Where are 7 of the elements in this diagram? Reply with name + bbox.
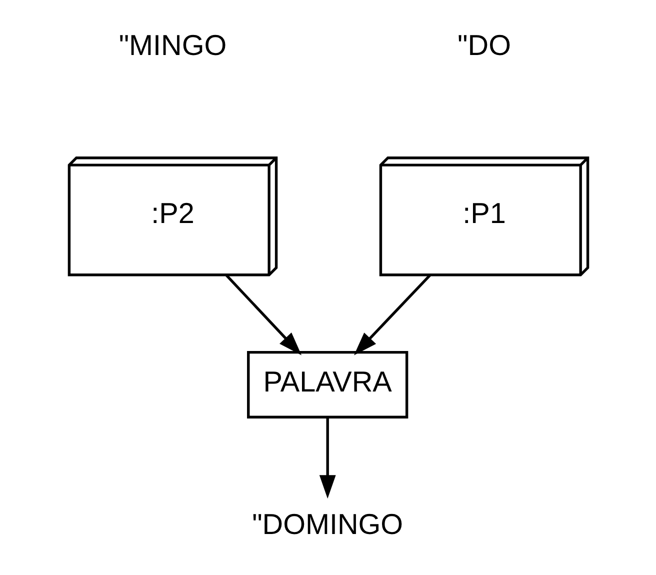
- node-label: "MINGO: [118, 30, 226, 62]
- arrow: [225, 274, 302, 356]
- node-box: PALAVRA: [246, 350, 408, 418]
- node-text: "DOMINGO: [252, 508, 403, 541]
- arrow: [353, 274, 430, 356]
- node-label: "DO: [457, 30, 510, 62]
- arrow: [318, 417, 336, 499]
